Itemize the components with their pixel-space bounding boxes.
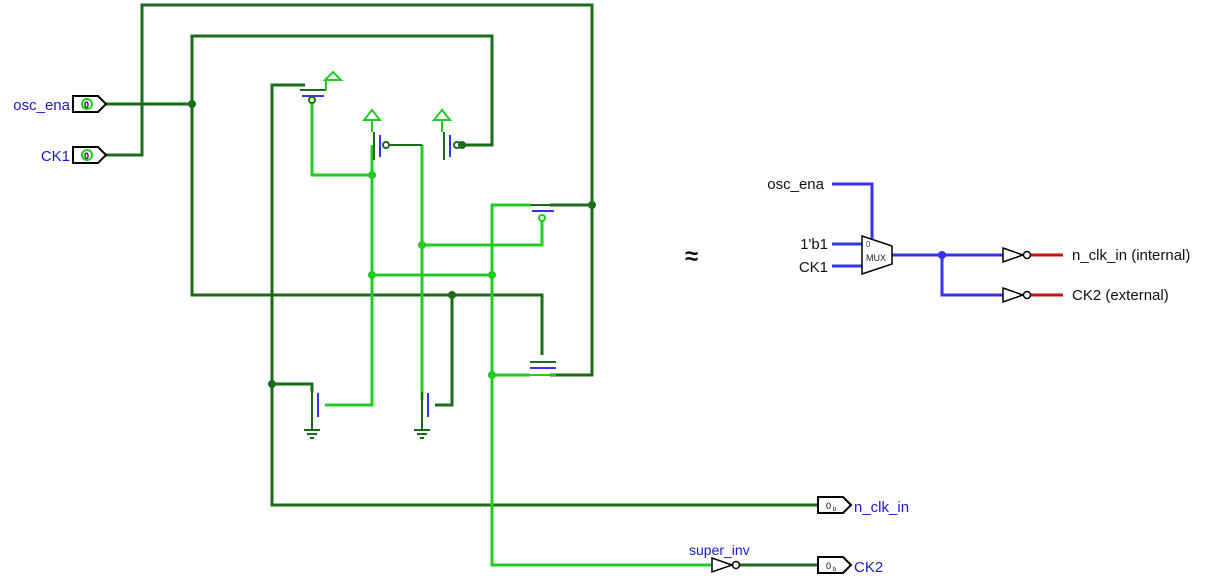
junction-dot [268,380,276,388]
junction-dot [368,271,376,279]
light-wires [310,102,712,567]
pin-label-ck1: CK1 [41,148,70,165]
super-inv-gate[interactable]: super_inv [689,542,750,574]
junction-dot [488,371,496,379]
eq-label-osc-ena: osc_ena [767,176,824,193]
pin-value: 0 [84,100,89,110]
junctions [188,100,596,388]
dark-wires [106,3,818,567]
pin-label-osc-ena: osc_ena [13,97,70,114]
pin-value: 0 [826,561,831,571]
transistor-tg-top [530,204,556,222]
junction-dot [588,201,596,209]
pin-label-ck2: CK2 [854,559,883,576]
mux-label: MUX [866,253,886,263]
wire-l2 [325,145,374,407]
wire-left-nmos [272,382,314,392]
wire-l1 [310,102,372,177]
pin-ck1[interactable]: 0 CK1 [41,146,108,165]
eq-label-const: 1'b1 [800,236,828,253]
wire-l5 [422,218,544,247]
wire-ck1-loop [106,3,594,377]
transistor-nmos-right [414,392,430,439]
gate-label-super-inv: super_inv [689,542,750,558]
junction-dot [368,171,376,179]
pin-label-n-clk-in: n_clk_in [854,499,909,516]
transistors [300,70,556,439]
transistor-tg-bottom [530,361,556,376]
inverter-external [1002,286,1032,304]
junction-dot [188,100,196,108]
eq-label-ck1: CK1 [799,259,828,276]
junction-dot [488,271,496,279]
pin-osc-ena[interactable]: 0 osc_ena [13,95,108,114]
mux-block [861,234,893,276]
eq-label-ck2: CK2 (external) [1072,287,1169,304]
junction-dot [418,241,426,249]
equivalent-circuit: 0 MUX osc_ena 1'b1 CK1 n_clk_in (interna… [767,176,1190,304]
wire-inner-loop [190,34,494,147]
wire-n-clk-in [270,83,818,507]
pin-n-clk-in[interactable]: 0 b n_clk_in [817,496,909,516]
junction-dot [448,291,456,299]
junction-dot [938,251,946,259]
eq-label-n-clk-in: n_clk_in (internal) [1072,247,1190,264]
mux-sel-label: 0 [866,240,871,249]
pin-ck2[interactable]: 0 b CK2 [817,556,883,576]
transistor-mid-pmos-2 [431,108,461,160]
transistor-top-pmos [300,70,344,104]
pin-subscript: b [833,507,837,513]
junction-dot [458,141,466,149]
pin-value: 0 [84,151,89,161]
transistor-nmos-left [304,392,320,439]
pin-value: 0 [826,501,831,511]
approx-symbol: ≈ [685,243,698,270]
transistor-mid-pmos-1 [361,108,422,160]
pin-subscript: b [833,567,837,573]
wire-inner-down [190,104,544,355]
inverter-internal [1002,246,1032,264]
wire-nmos2-gate [435,295,454,407]
wire-l6 [490,203,712,567]
